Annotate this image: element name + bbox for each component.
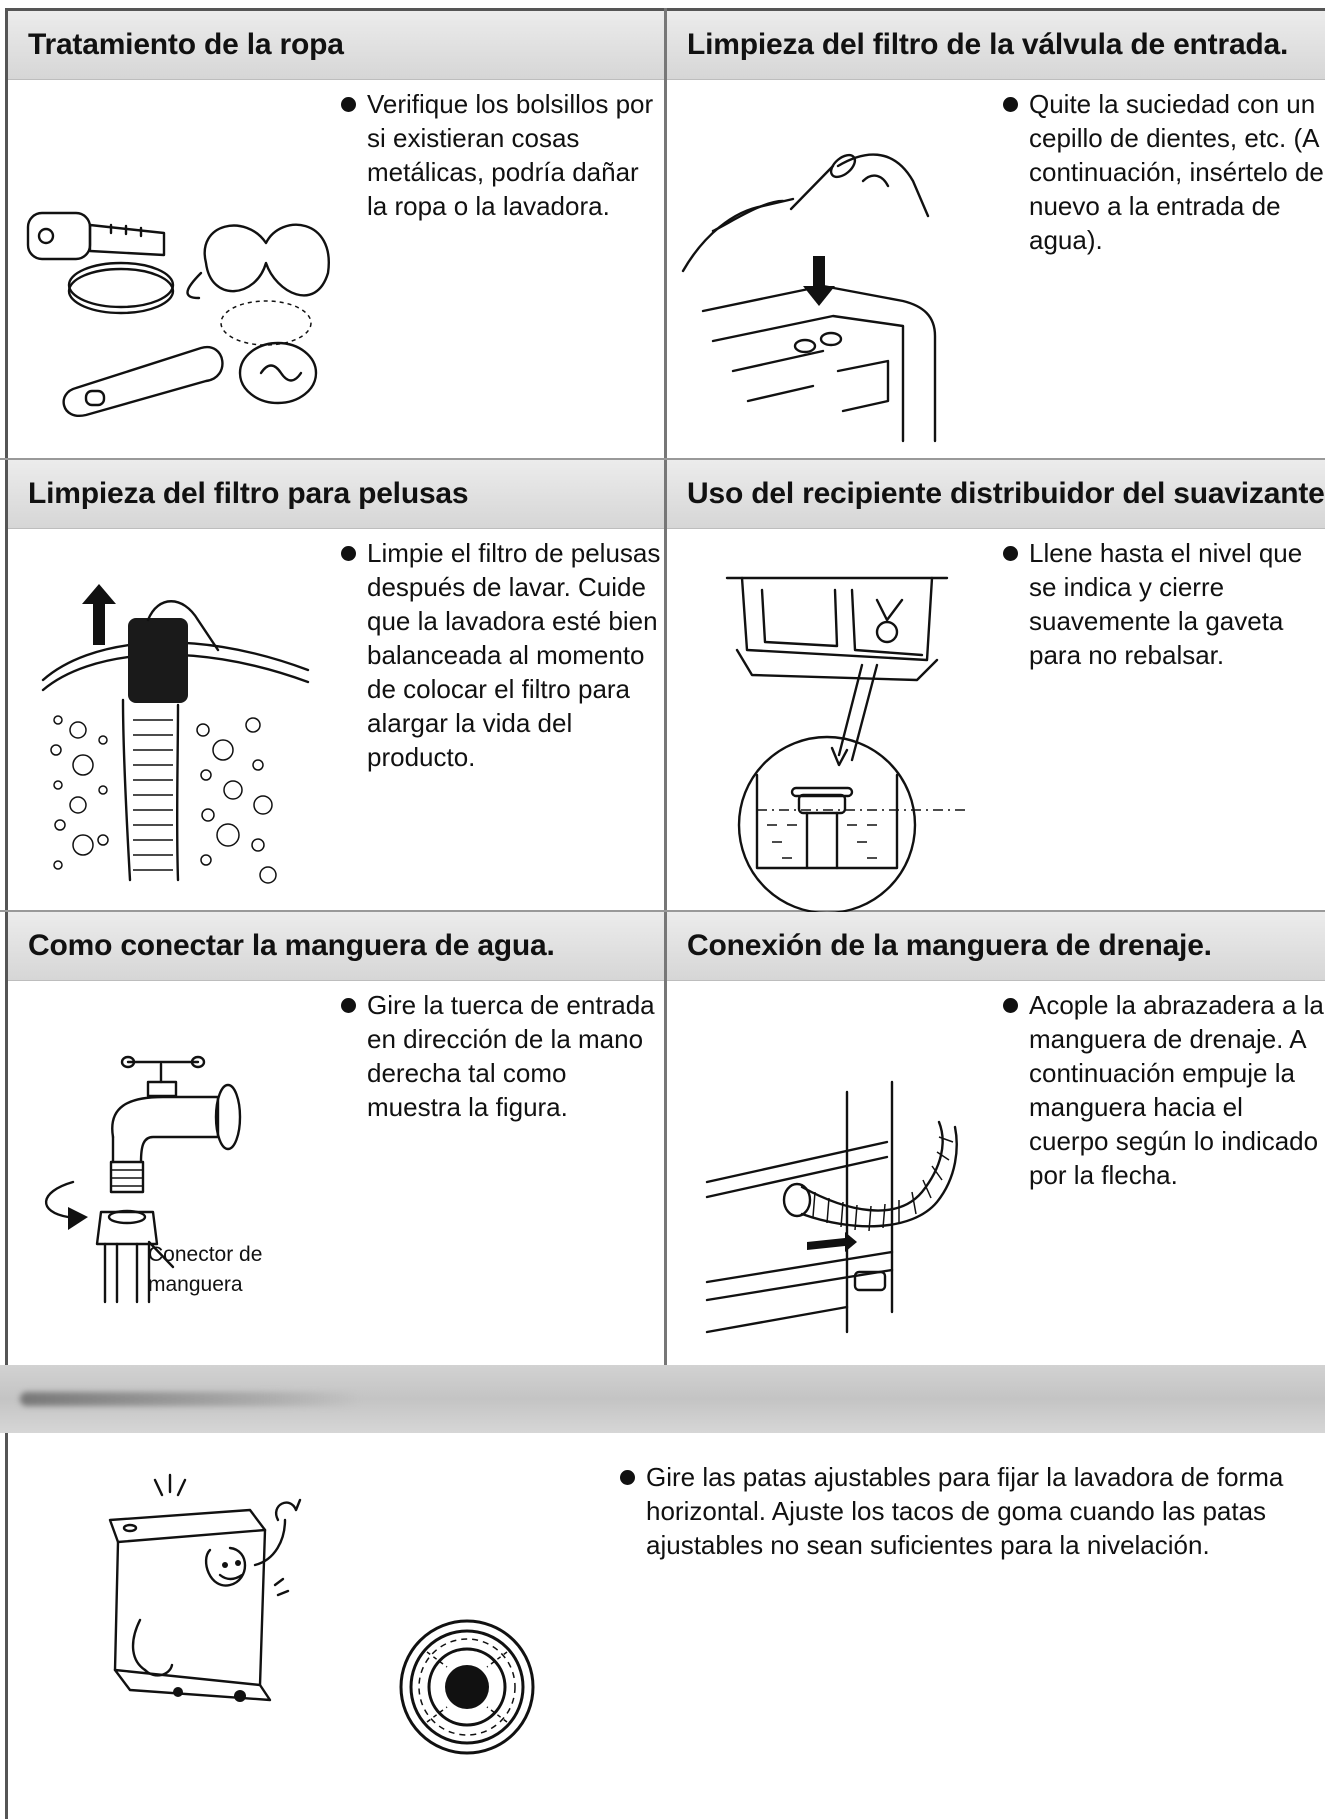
- section-water-hose: Como conectar la manguera de agua. Gire …: [8, 912, 664, 1365]
- leveling-section-header: [0, 1365, 1325, 1433]
- section-clothes-treatment: Tratamiento de la ropa Verifique los bol…: [8, 11, 664, 458]
- bullet-icon: [1003, 97, 1018, 112]
- section-title: Tratamiento de la ropa: [8, 11, 664, 80]
- section-title: Conexión de la manguera de drenaje.: [667, 912, 1325, 981]
- bullet-icon: [341, 546, 356, 561]
- section-text: Acople la abrazadera a la manguera de dr…: [1003, 988, 1325, 1192]
- section-text: Verifique los bolsillos por si existiera…: [341, 87, 661, 223]
- section-title: Limpieza del filtro para pelusas: [8, 460, 664, 529]
- bullet-icon: [1003, 546, 1018, 561]
- section-title: Limpieza del filtro de la válvula de ent…: [667, 11, 1325, 80]
- row-divider: [0, 458, 1325, 460]
- washing-machine-character-illustration: [108, 1473, 302, 1702]
- section-title: Uso del recipiente distribuidor del suav…: [667, 460, 1325, 529]
- section-drain-hose: Conexión de la manguera de drenaje. Acop…: [667, 912, 1325, 1365]
- leveling-text: Gire las patas ajustables para fijar la …: [620, 1460, 1300, 1562]
- keys-coins-bra-illustration: [26, 211, 330, 418]
- adjustable-foot-illustration: [399, 1619, 535, 1755]
- bullet-icon: [620, 1470, 635, 1485]
- bullet-icon: [1003, 998, 1018, 1013]
- drain-hose-illustration: [705, 1080, 958, 1334]
- bullet-icon: [341, 998, 356, 1013]
- section-inlet-filter: Limpieza del filtro de la válvula de ent…: [667, 11, 1325, 458]
- faucet-illustration: [44, 1055, 242, 1304]
- lint-filter-illustration: [41, 584, 310, 884]
- column-divider: [664, 8, 667, 1365]
- section-lint-filter: Limpieza del filtro para pelusas Limpie …: [8, 460, 664, 910]
- bullet-icon: [341, 97, 356, 112]
- section-text: Gire la tuerca de entrada en dirección d…: [341, 988, 661, 1124]
- section-text: Limpie el filtro de pelusas después de l…: [341, 536, 661, 774]
- section-text: Llene hasta el nivel que se indica y cie…: [1003, 536, 1325, 672]
- section-softener-dispenser: Uso del recipiente distribuidor del suav…: [667, 460, 1325, 915]
- section-title: Como conectar la manguera de agua.: [8, 912, 664, 981]
- softener-dispenser-illustration: [725, 576, 967, 915]
- header-decoration: [20, 1392, 360, 1406]
- section-text: Quite la suciedad con un cepillo de dien…: [1003, 87, 1325, 257]
- inlet-filter-illustration: [681, 153, 937, 443]
- row-divider: [0, 910, 1325, 912]
- figure-label: Conector de manguera: [148, 1243, 263, 1296]
